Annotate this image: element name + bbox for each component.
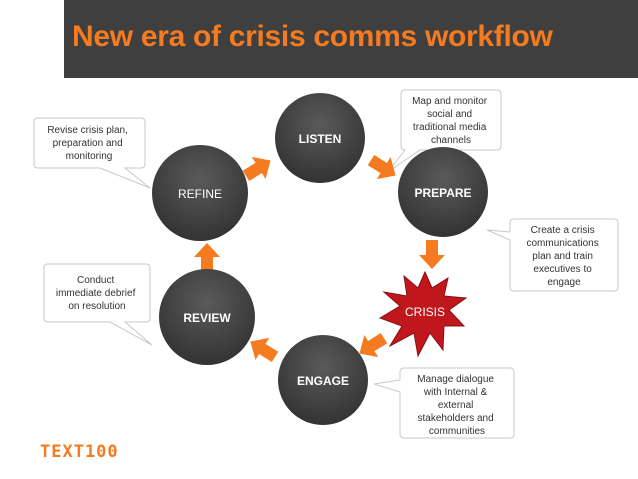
note-line: communities	[429, 426, 485, 437]
arrow-refine-to-listen	[242, 156, 271, 181]
page-title: New era of crisis comms workflow	[72, 20, 553, 53]
note-line: plan and train	[532, 251, 593, 262]
node-crisis-label: CRISIS	[405, 305, 445, 319]
note-prepare-text: Create a crisis communications plan and …	[526, 225, 601, 288]
note-line: executives to	[533, 264, 592, 275]
arrow-crisis-to-engage	[359, 333, 388, 358]
note-refine-text: Revise crisis plan, preparation and moni…	[47, 125, 130, 162]
note-engage-text: Manage dialogue with Internal & external…	[417, 374, 497, 437]
note-line: Conduct	[77, 275, 114, 286]
note-line: traditional media	[413, 122, 487, 133]
node-prepare: PREPARE	[398, 147, 488, 237]
note-line: social and	[427, 109, 472, 120]
node-refine-label: REFINE	[178, 187, 222, 201]
note-line: Map and monitor	[412, 96, 488, 107]
node-engage: ENGAGE	[278, 335, 368, 425]
text100-logo: TEXT100	[40, 442, 119, 462]
arrow-prepare-to-crisis	[419, 240, 445, 269]
note-engage: Manage dialogue with Internal & external…	[373, 367, 515, 439]
note-line: channels	[431, 135, 471, 146]
note-line: stakeholders and	[418, 413, 494, 424]
note-line: immediate debrief	[56, 288, 136, 299]
crisis-burst-icon	[378, 270, 468, 358]
node-crisis: CRISIS	[378, 270, 468, 358]
note-listen-text: Map and monitor social and traditional m…	[412, 96, 490, 146]
node-prepare-label: PREPARE	[414, 186, 471, 200]
note-line: external	[438, 400, 474, 411]
note-line: communications	[526, 238, 598, 249]
note-line: engage	[547, 277, 581, 288]
note-line: Manage dialogue	[417, 374, 494, 385]
arrow-listen-to-prepare	[367, 155, 396, 180]
arrow-review-to-refine	[194, 243, 220, 272]
note-line: on resolution	[68, 301, 125, 312]
note-line: with Internal &	[423, 387, 488, 398]
note-prepare: Create a crisis communications plan and …	[486, 218, 619, 292]
arrow-engage-to-review	[250, 337, 279, 362]
note-line: Create a crisis	[531, 225, 595, 236]
note-review-text: Conduct immediate debrief on resolution	[56, 275, 138, 312]
note-line: preparation and	[53, 138, 123, 149]
node-engage-label: ENGAGE	[297, 374, 349, 388]
note-listen: Map and monitor social and traditional m…	[387, 89, 502, 173]
node-review-label: REVIEW	[183, 311, 231, 325]
node-refine: REFINE	[152, 145, 248, 241]
title-bar	[64, 0, 638, 78]
note-review: Conduct immediate debrief on resolution	[43, 263, 153, 346]
note-refine: Revise crisis plan, preparation and moni…	[33, 117, 151, 189]
node-review: REVIEW	[159, 269, 255, 365]
note-line: monitoring	[66, 151, 113, 162]
node-listen-label: LISTEN	[299, 132, 342, 146]
node-listen: LISTEN	[275, 93, 365, 183]
note-line: Revise crisis plan,	[47, 125, 128, 136]
